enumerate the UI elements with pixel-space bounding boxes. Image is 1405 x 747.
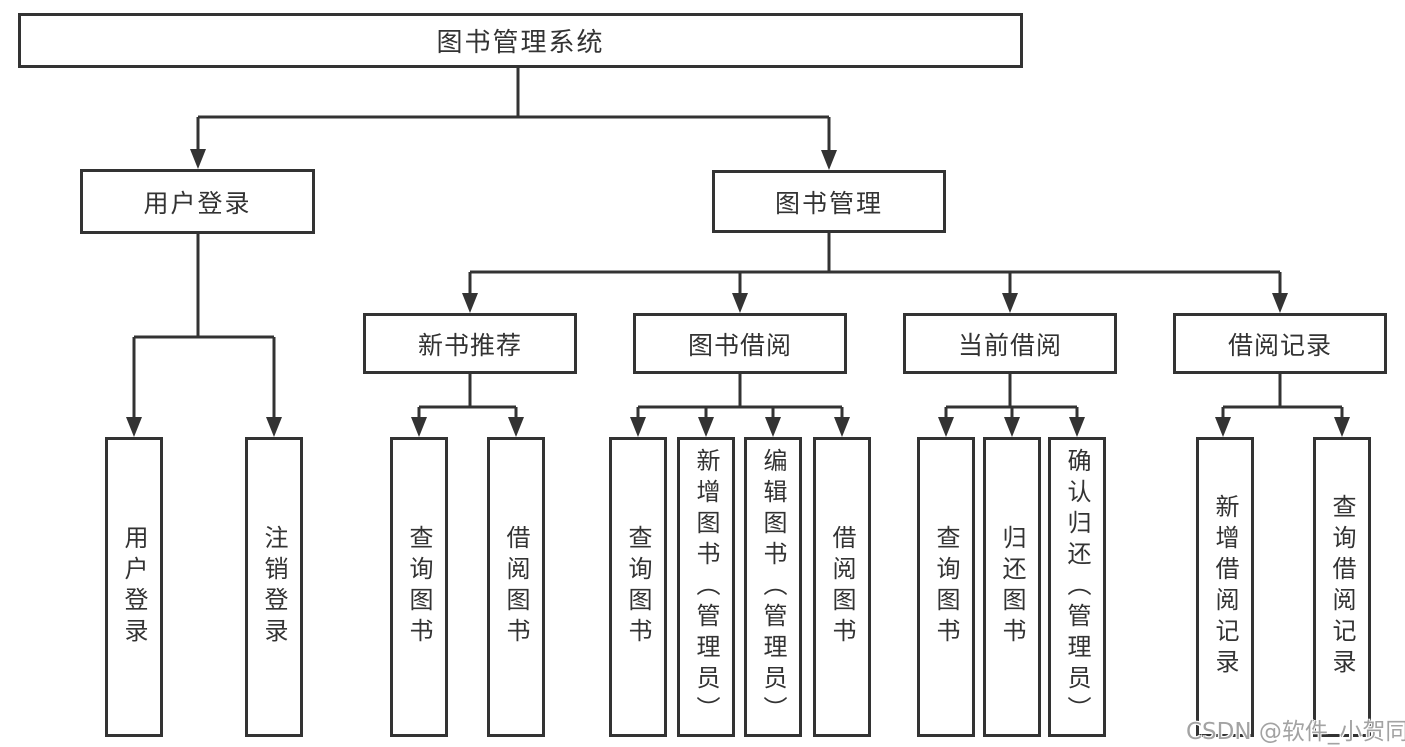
node-new-book-recommendation: 新书推荐 <box>363 313 577 374</box>
node-label: 借阅记录 <box>1227 330 1332 360</box>
leaf-logout: 注销登录 <box>245 437 303 737</box>
leaf-query-books-recommend: 查询图书 <box>390 437 448 737</box>
node-label: 归还图书 <box>998 525 1026 649</box>
leaf-query-books-borrowing: 查询图书 <box>609 437 667 737</box>
leaf-borrow-books: 借阅图书 <box>813 437 871 737</box>
node-label: 借阅图书 <box>828 525 856 649</box>
node-label: 查询图书 <box>624 525 652 649</box>
node-book-borrowing: 图书借阅 <box>633 313 847 374</box>
node-label: 图书管理系统 <box>436 28 605 58</box>
leaf-user-login: 用户登录 <box>105 437 163 737</box>
leaf-query-books-current: 查询图书 <box>917 437 975 737</box>
leaf-add-books-admin: 新增图书（管理员） <box>677 437 735 737</box>
node-label: 新书推荐 <box>417 330 522 360</box>
node-label: 用户登录 <box>143 188 252 218</box>
leaf-query-borrow-record: 查询借阅记录 <box>1313 437 1371 737</box>
node-book-management: 图书管理 <box>712 170 946 233</box>
csdn-watermark: CSDN @软件_小贺同学 <box>1186 719 1405 745</box>
node-label: 查询图书 <box>932 525 960 649</box>
node-label: 借阅图书 <box>502 525 530 649</box>
node-library-management-system: 图书管理系统 <box>18 13 1023 68</box>
node-label: 新增借阅记录 <box>1211 494 1239 680</box>
node-label: 确认归还（管理员） <box>1063 447 1091 727</box>
node-label: 新增图书（管理员） <box>692 447 720 727</box>
node-label: 注销登录 <box>260 525 288 649</box>
leaf-return-books: 归还图书 <box>983 437 1041 737</box>
node-label: 查询借阅记录 <box>1328 494 1356 680</box>
node-label: 用户登录 <box>120 525 148 649</box>
leaf-edit-books-admin: 编辑图书（管理员） <box>744 437 802 737</box>
leaf-confirm-return-admin: 确认归还（管理员） <box>1048 437 1106 737</box>
leaf-add-borrow-record: 新增借阅记录 <box>1196 437 1254 737</box>
node-borrowing-records: 借阅记录 <box>1173 313 1387 374</box>
node-label: 图书借阅 <box>687 330 792 360</box>
node-label: 当前借阅 <box>957 330 1062 360</box>
node-label: 编辑图书（管理员） <box>759 447 787 727</box>
node-label: 图书管理 <box>774 188 883 218</box>
node-label: 查询图书 <box>405 525 433 649</box>
leaf-borrow-books-recommend: 借阅图书 <box>487 437 545 737</box>
node-user-login: 用户登录 <box>80 169 315 234</box>
node-current-borrowing: 当前借阅 <box>903 313 1117 374</box>
